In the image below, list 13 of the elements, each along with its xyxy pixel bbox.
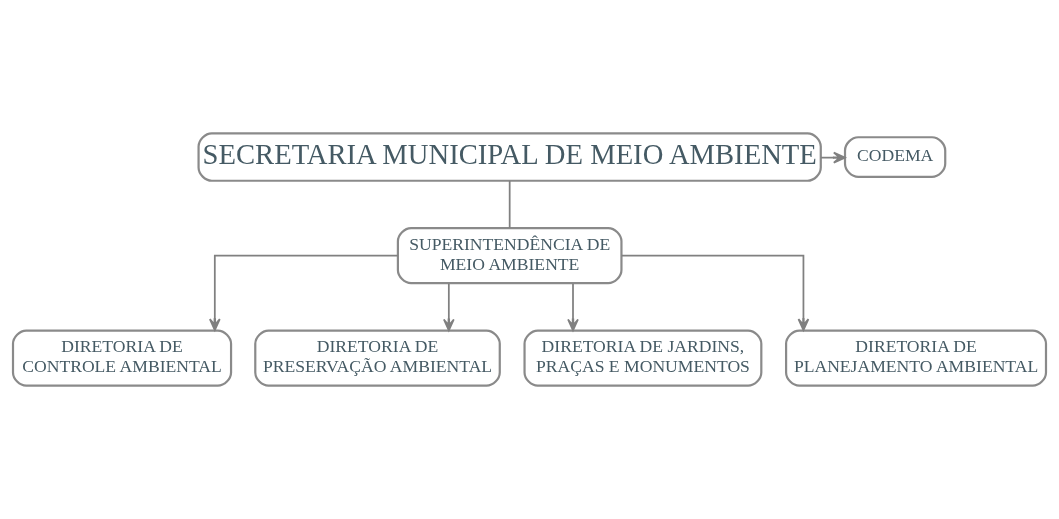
connector: [508, 180, 511, 229]
node-box: DIRETORIA DE PLANEJAMENTO AMBIENTAL: [785, 329, 1048, 387]
node-box: SUPERINTENDÊNCIA DE MEIO AMBIENTE: [396, 227, 623, 285]
node-box: SECRETARIA MUNICIPAL DE MEIO AMBIENTE: [197, 132, 822, 182]
node-box: DIRETORIA DE PRESERVAÇÃO AMBIENTAL: [254, 329, 501, 387]
arrow: [620, 254, 810, 331]
arrow: [819, 151, 846, 164]
arrow: [567, 282, 579, 332]
node-box: CODEMA: [843, 136, 947, 178]
arrow: [443, 282, 455, 332]
node-box: DIRETORIA DE JARDINS, PRAÇAS E MONUMENTOS: [523, 329, 763, 387]
node-box: DIRETORIA DE CONTROLE AMBIENTAL: [11, 329, 233, 387]
arrow: [209, 254, 399, 331]
